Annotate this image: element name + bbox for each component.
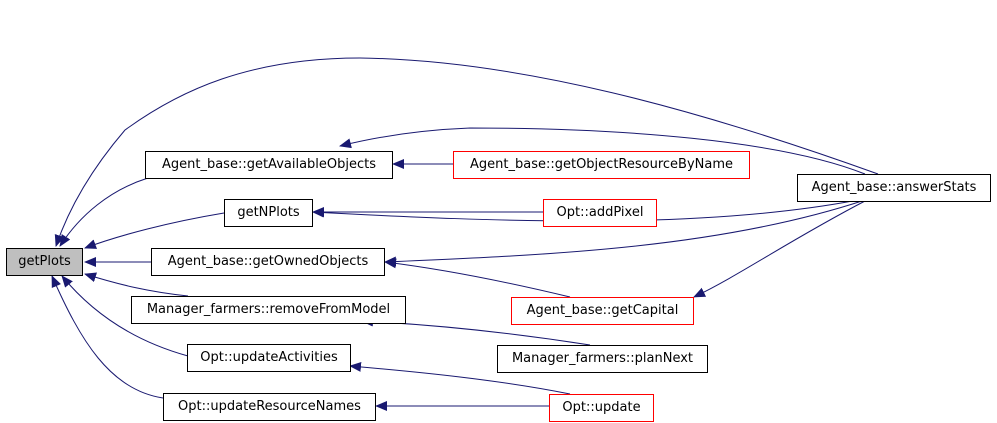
edge-answerstats-to-getavailableobjects <box>339 127 866 175</box>
node-agent-base-getavailableobjects[interactable]: Agent_base::getAvailableObjects <box>145 151 393 179</box>
node-agent-base-getcapital[interactable]: Agent_base::getCapital <box>511 297 694 325</box>
edge-removefrommodel-to-getplots <box>84 272 189 297</box>
node-opt-updateresourcenames[interactable]: Opt::updateResourceNames <box>163 393 376 421</box>
node-manager-farmers-removefrommodel[interactable]: Manager_farmers::removeFromModel <box>131 296 406 324</box>
edge-updateactivities-to-getplots <box>61 275 189 357</box>
edge-updateresourcenames-to-getplots <box>51 275 164 399</box>
edge-answerstats-to-getownedobjects <box>384 199 866 267</box>
node-opt-updateactivities[interactable]: Opt::updateActivities <box>187 344 351 372</box>
node-manager-farmers-plannext[interactable]: Manager_farmers::planNext <box>497 345 708 373</box>
edge-getavailableobjects-to-getplots <box>59 177 149 247</box>
node-agent-base-getobjectresourcebyname[interactable]: Agent_base::getObjectResourceByName <box>453 151 750 179</box>
edge-getnplots-to-getplots <box>84 212 225 249</box>
edge-getcapital-to-getownedobjects <box>384 258 571 298</box>
node-agent-base-answerstats[interactable]: Agent_base::answerStats <box>797 174 991 202</box>
edge-answerstats-to-getplots <box>54 57 879 247</box>
node-opt-addpixel[interactable]: Opt::addPixel <box>543 199 657 227</box>
node-getnplots[interactable]: getNPlots <box>224 199 313 227</box>
node-opt-update[interactable]: Opt::update <box>549 394 654 422</box>
edge-update-to-updateactivities <box>349 361 571 395</box>
node-getplots: getPlots <box>6 248 83 276</box>
edge-answerstats-to-getcapital <box>693 200 866 298</box>
node-agent-base-getownedobjects[interactable]: Agent_base::getOwnedObjects <box>151 248 385 276</box>
